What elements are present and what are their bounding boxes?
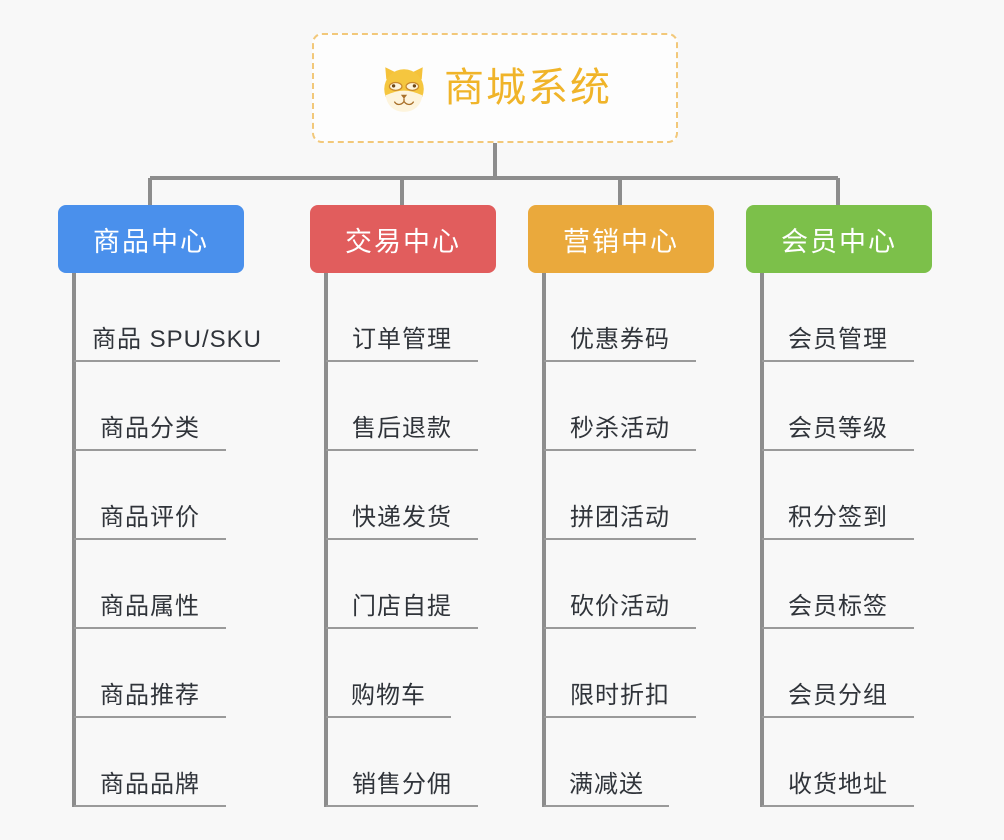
leaf-item-label: 秒杀活动 — [570, 414, 670, 442]
leaf-item[interactable]: 会员管理 — [762, 273, 914, 362]
leaf-item[interactable]: 优惠券码 — [544, 273, 696, 362]
leaf-item[interactable]: 购物车 — [326, 629, 451, 718]
leaf-item-label: 会员等级 — [788, 414, 888, 442]
leaf-item[interactable]: 收货地址 — [762, 718, 914, 807]
category-header-label: 商品中心 — [93, 226, 209, 257]
leaf-item[interactable]: 商品品牌 — [74, 718, 226, 807]
leaf-item[interactable]: 商品属性 — [74, 540, 226, 629]
leaf-item-label: 商品推荐 — [100, 681, 200, 709]
leaf-item-label: 满减送 — [569, 770, 644, 798]
leaf-item-label: 拼团活动 — [570, 503, 670, 531]
leaf-item-label: 砍价活动 — [570, 592, 670, 620]
category-header[interactable]: 营销中心 — [528, 205, 714, 273]
shiba-dog-face-icon — [384, 67, 424, 112]
leaf-item-label: 优惠券码 — [570, 325, 670, 353]
category-header[interactable]: 会员中心 — [746, 205, 932, 273]
leaf-item[interactable]: 销售分佣 — [326, 718, 478, 807]
leaf-item[interactable]: 商品评价 — [74, 451, 226, 540]
leaf-item-label: 会员管理 — [788, 325, 888, 353]
leaf-item-label: 限时折扣 — [570, 681, 670, 709]
leaf-item-label: 商品评价 — [100, 503, 200, 531]
leaf-item[interactable]: 秒杀活动 — [544, 362, 696, 451]
leaf-item-label: 积分签到 — [788, 503, 888, 531]
leaf-item-label: 会员标签 — [788, 592, 888, 620]
leaf-item-label: 收货地址 — [788, 770, 888, 798]
root-title: 商城系统 — [444, 66, 612, 110]
leaf-item[interactable]: 拼团活动 — [544, 451, 696, 540]
leaf-item-label: 商品品牌 — [100, 770, 200, 798]
category-header-label: 营销中心 — [563, 226, 679, 257]
leaf-item[interactable]: 商品推荐 — [74, 629, 226, 718]
leaf-item-label: 快递发货 — [352, 503, 452, 531]
leaf-item-label: 商品分类 — [100, 414, 200, 442]
leaf-item[interactable]: 砍价活动 — [544, 540, 696, 629]
category-header-label: 交易中心 — [345, 226, 461, 257]
leaf-item[interactable]: 订单管理 — [326, 273, 478, 362]
leaf-item-label: 购物车 — [351, 681, 426, 709]
leaf-item[interactable]: 积分签到 — [762, 451, 914, 540]
leaf-item-label: 商品 SPU/SKU — [91, 325, 263, 353]
leaf-item-label: 门店自提 — [352, 592, 452, 620]
leaf-item[interactable]: 会员等级 — [762, 362, 914, 451]
leaf-item[interactable]: 满减送 — [544, 718, 669, 807]
leaf-item[interactable]: 会员分组 — [762, 629, 914, 718]
category-header-label: 会员中心 — [781, 226, 897, 257]
leaf-item[interactable]: 会员标签 — [762, 540, 914, 629]
leaf-item[interactable]: 门店自提 — [326, 540, 478, 629]
leaf-item-label: 销售分佣 — [352, 770, 452, 798]
leaf-item-label: 售后退款 — [352, 414, 452, 442]
leaf-item[interactable]: 售后退款 — [326, 362, 478, 451]
leaf-item-label: 订单管理 — [352, 325, 452, 353]
leaf-item-label: 商品属性 — [100, 592, 200, 620]
leaf-item[interactable]: 商品分类 — [74, 362, 226, 451]
category-header[interactable]: 商品中心 — [58, 205, 244, 273]
root-node[interactable]: 商城系统 — [312, 33, 678, 143]
leaf-item[interactable]: 限时折扣 — [544, 629, 696, 718]
leaf-item[interactable]: 快递发货 — [326, 451, 478, 540]
leaf-item[interactable]: 商品 SPU/SKU — [74, 273, 280, 362]
category-header[interactable]: 交易中心 — [310, 205, 496, 273]
leaf-item-label: 会员分组 — [788, 681, 888, 709]
